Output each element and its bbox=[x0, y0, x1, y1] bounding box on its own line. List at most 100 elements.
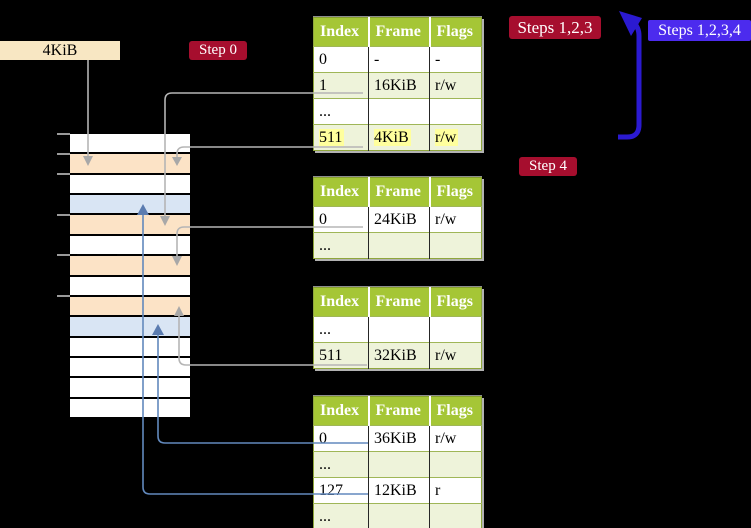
cell-text: ... bbox=[319, 507, 331, 525]
memory-row-5 bbox=[70, 215, 190, 236]
table-header-row: Index Frame Flags bbox=[313, 396, 482, 426]
tick-mark bbox=[57, 295, 70, 297]
cell-frame: 4KiB bbox=[368, 124, 430, 151]
cell-flags: - bbox=[429, 46, 482, 73]
cell-flags bbox=[429, 451, 482, 478]
cell-text: 4KiB bbox=[374, 128, 411, 146]
cell-text: 0 bbox=[319, 429, 327, 447]
memory-row-7 bbox=[70, 256, 190, 277]
cell-text: 511 bbox=[319, 346, 343, 364]
page-table-1: Index Frame Flags 0 - - 1 16KiB r/w ... … bbox=[313, 17, 482, 151]
cell-frame bbox=[368, 98, 430, 125]
cell-text: r/w bbox=[435, 429, 457, 447]
cell-text bbox=[435, 237, 437, 254]
table-header-row: Index Frame Flags bbox=[313, 177, 482, 207]
physical-memory-column bbox=[70, 134, 190, 418]
cell-index: ... bbox=[313, 232, 369, 259]
tick-mark bbox=[57, 254, 70, 256]
cell-text: 16KiB bbox=[374, 76, 417, 94]
cell-text: 511 bbox=[319, 128, 345, 146]
page-table-2: Index Frame Flags 0 24KiB r/w ... bbox=[313, 177, 482, 259]
cell-flags: r/w bbox=[429, 342, 482, 369]
cell-frame bbox=[368, 316, 430, 343]
cell-text: 24KiB bbox=[374, 210, 417, 228]
cell-index: 511 bbox=[313, 124, 369, 151]
cell-text: - bbox=[374, 50, 380, 68]
table-row: ... bbox=[313, 451, 482, 478]
cell-text: ... bbox=[319, 102, 331, 120]
table-row: 511 32KiB r/w bbox=[313, 342, 482, 369]
cell-index: 1 bbox=[313, 72, 369, 99]
table-row: ... bbox=[313, 503, 482, 528]
memory-row-10 bbox=[70, 317, 190, 338]
recursive-loop-arrow bbox=[618, 20, 642, 140]
cell-text: r/w bbox=[435, 210, 457, 228]
cell-flags bbox=[429, 232, 482, 259]
col-header-flags: Flags bbox=[429, 17, 482, 47]
badge-steps-1-2-3: Steps 1,2,3 bbox=[509, 16, 601, 39]
table-header-row: Index Frame Flags bbox=[313, 17, 482, 47]
badge-step-4: Step 4 bbox=[519, 157, 577, 176]
cell-flags: r/w bbox=[429, 72, 482, 99]
memory-row-3 bbox=[70, 174, 190, 196]
cell-frame: 24KiB bbox=[368, 206, 430, 233]
cell-frame: 12KiB bbox=[368, 477, 430, 504]
cell-flags bbox=[429, 316, 482, 343]
col-header-index: Index bbox=[313, 177, 370, 207]
cell-text: 127 bbox=[319, 481, 343, 499]
memory-row-4 bbox=[70, 195, 190, 216]
col-header-flags: Flags bbox=[429, 396, 482, 426]
tick-mark bbox=[57, 214, 70, 216]
cell-flags bbox=[429, 98, 482, 125]
cell-text bbox=[374, 456, 376, 473]
page-table-4: Index Frame Flags 0 36KiB r/w ... 127 12… bbox=[313, 396, 482, 528]
table-row: ... bbox=[313, 98, 482, 125]
memory-row-11 bbox=[70, 337, 190, 358]
cell-index: ... bbox=[313, 98, 369, 125]
cell-flags bbox=[429, 503, 482, 528]
col-header-frame: Frame bbox=[368, 17, 431, 47]
page-table-3: Index Frame Flags ... 511 32KiB r/w bbox=[313, 287, 482, 369]
tick-mark bbox=[57, 173, 70, 175]
cell-flags: r/w bbox=[429, 425, 482, 452]
cell-index: 0 bbox=[313, 46, 369, 73]
cell-text bbox=[374, 508, 376, 525]
cell-index: ... bbox=[313, 503, 369, 528]
col-header-flags: Flags bbox=[429, 177, 482, 207]
cell-text: ... bbox=[319, 455, 331, 473]
cell-text bbox=[435, 456, 437, 473]
badge-steps-1-2-3-4: Steps 1,2,3,4 bbox=[648, 20, 751, 41]
badge-step-0: Step 0 bbox=[189, 41, 247, 60]
table-row: ... bbox=[313, 316, 482, 343]
cell-frame bbox=[368, 451, 430, 478]
table-row: 1 16KiB r/w bbox=[313, 72, 482, 99]
cell-flags: r/w bbox=[429, 124, 482, 151]
cell-text: r/w bbox=[435, 128, 459, 146]
tick-mark bbox=[57, 153, 70, 155]
cell-text: 12KiB bbox=[374, 481, 417, 499]
col-header-index: Index bbox=[313, 287, 370, 317]
cell-frame: 16KiB bbox=[368, 72, 430, 99]
tick-mark bbox=[57, 133, 70, 135]
cell-text: 36KiB bbox=[374, 429, 417, 447]
cell-text bbox=[374, 237, 376, 254]
cell-text bbox=[435, 103, 437, 120]
col-header-index: Index bbox=[313, 396, 370, 426]
cell-frame: - bbox=[368, 46, 430, 73]
col-header-flags: Flags bbox=[429, 287, 482, 317]
memory-row-14 bbox=[70, 398, 190, 418]
memory-row-2 bbox=[70, 154, 190, 175]
cell-index: ... bbox=[313, 316, 369, 343]
memory-row-9 bbox=[70, 296, 190, 318]
cell-frame bbox=[368, 232, 430, 259]
memory-row-1 bbox=[70, 134, 190, 155]
cell-frame: 32KiB bbox=[368, 342, 430, 369]
table-row: 0 - - bbox=[313, 46, 482, 73]
cell-text: r/w bbox=[435, 76, 457, 94]
cell-text: 0 bbox=[319, 50, 327, 68]
cell-text: ... bbox=[319, 320, 331, 338]
cell-index: ... bbox=[313, 451, 369, 478]
cell-text: 1 bbox=[319, 76, 327, 94]
frame-size-label: 4KiB bbox=[0, 41, 120, 60]
